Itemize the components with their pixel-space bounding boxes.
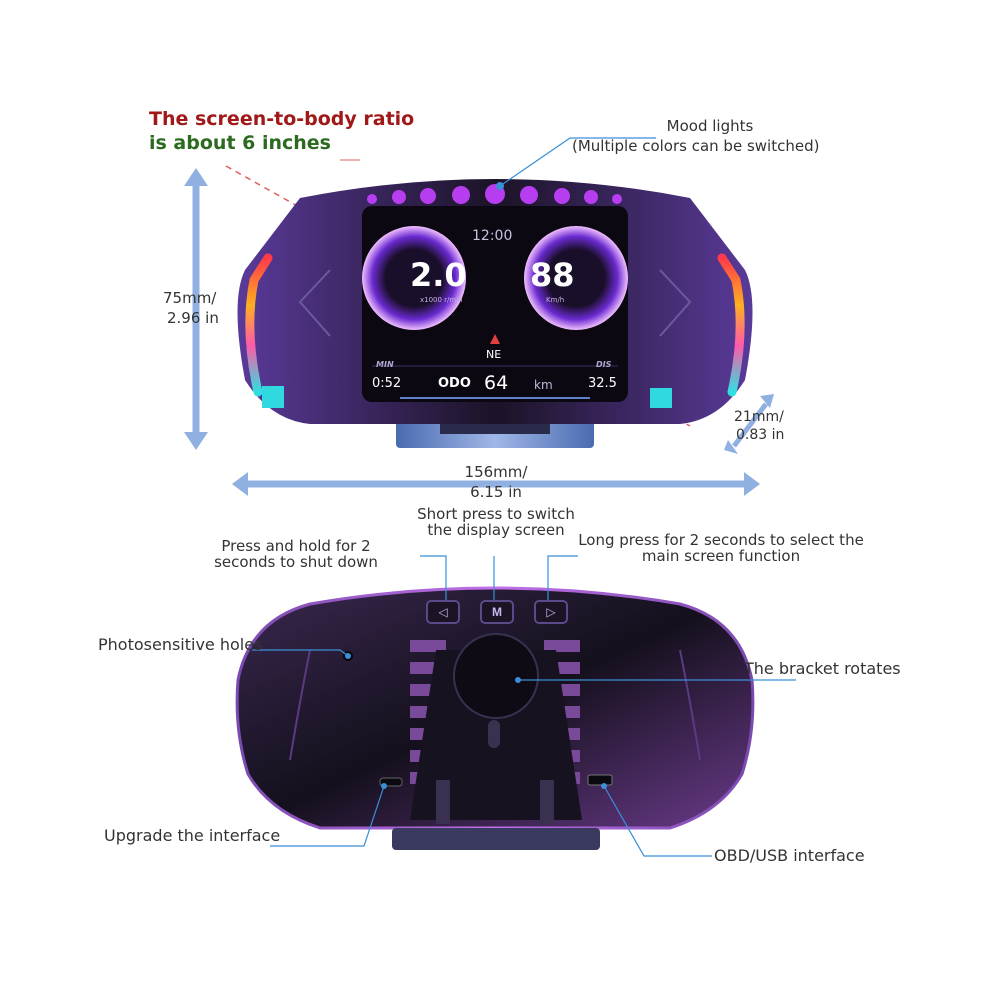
long-press-line-1: Long press for 2 seconds to select the [578, 531, 864, 549]
mood-lights-desc: (Multiple colors can be switched) [572, 137, 820, 155]
menu-button[interactable]: M [480, 600, 514, 624]
obd-label: OBD/USB interface [714, 846, 865, 865]
rpm-value: 2.0 [410, 256, 467, 294]
depth-in-label: 0.83 in [736, 427, 785, 443]
short-press-line-2: the display screen [427, 521, 565, 539]
bracket-label: The bracket rotates [744, 659, 901, 678]
upgrade-label: Upgrade the interface [104, 826, 281, 845]
mood-lights-leader [499, 137, 656, 187]
heading-readout: NE [486, 348, 502, 361]
odo-unit: km [534, 378, 553, 392]
speed-value: 88 [530, 256, 575, 294]
mood-lights-title: Mood lights [666, 117, 754, 135]
right-corner-light [650, 388, 672, 408]
speed-gauge [524, 226, 628, 330]
rpm-gauge [362, 226, 466, 330]
height-dimension-arrow [184, 168, 208, 450]
left-chevron-icon [298, 269, 331, 337]
left-button[interactable]: ◁ [426, 600, 460, 624]
left-mood-light [245, 253, 273, 397]
back-stand-base [392, 828, 600, 850]
height-mm-label: 75mm/ [163, 289, 217, 307]
hold-line-1: Press and hold for 2 [221, 537, 371, 555]
dis-label: DIS [596, 360, 612, 369]
width-in-label: 6.15 in [470, 483, 522, 501]
bracket-pivot [453, 633, 539, 719]
headline-line-1: The screen-to-body ratio [149, 108, 415, 130]
height-in-label: 2.96 in [167, 309, 219, 327]
min-label: MIN [376, 360, 394, 369]
long-press-line-2: main screen function [641, 547, 801, 565]
right-chevron-icon [659, 269, 692, 337]
headline-line-2: is about 6 inches [149, 132, 331, 154]
obd-usb-port [587, 774, 613, 786]
photosensitive-label: Photosensitive holes [98, 635, 263, 654]
width-dimension-arrow [232, 472, 760, 496]
right-mood-light [717, 253, 745, 397]
left-corner-light [262, 386, 284, 408]
trip-time: 0:52 [372, 376, 402, 391]
width-mm-label: 156mm/ [464, 463, 528, 481]
clock-readout: 12:00 [472, 228, 513, 244]
compass-needle-icon [490, 334, 500, 344]
right-button[interactable]: ▷ [534, 600, 568, 624]
odo-value: 64 [484, 372, 509, 394]
depth-mm-label: 21mm/ [734, 409, 784, 425]
hold-line-2: seconds to shut down [214, 553, 378, 571]
odo-label: ODO [438, 376, 471, 391]
distance-readout: 32.5 [588, 376, 617, 391]
depth-dimension-arrow [724, 394, 774, 454]
speed-unit: Km/h [546, 296, 565, 304]
short-press-line-1: Short press to switch [417, 505, 575, 523]
rpm-unit: x1000 r/min [420, 296, 463, 304]
